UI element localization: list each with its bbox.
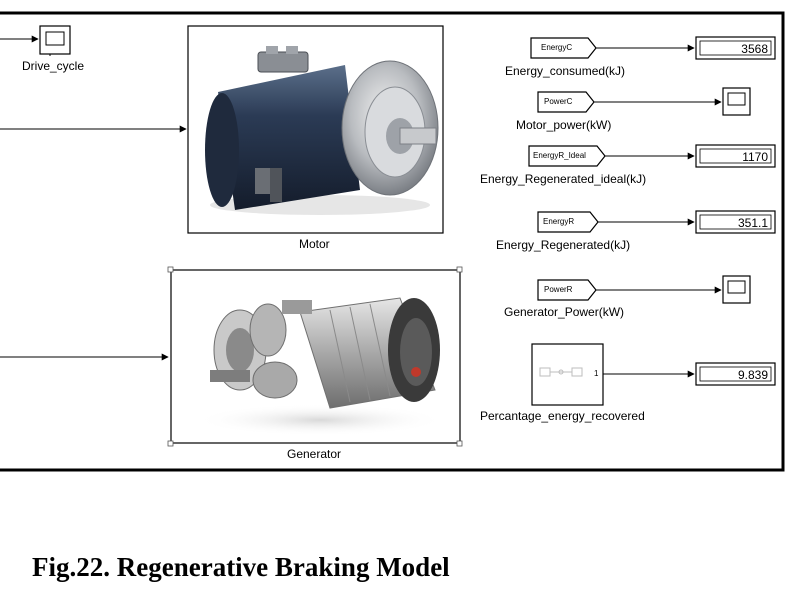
tag-energyr-ideal: EnergyR_Ideal — [533, 151, 586, 160]
label-generator-power: Generator_Power(kW) — [504, 305, 625, 319]
signal-energyr[interactable] — [537, 211, 695, 233]
tag-energyc: EnergyC — [541, 43, 573, 52]
value-energy-regenerated: 351.1 — [737, 216, 768, 230]
label-energy-regenerated-ideal: Energy_Regenerated_ideal(kJ) — [480, 172, 647, 186]
label-percentage-energy-recovered: Percantage_energy_recovered — [480, 409, 645, 423]
signal-energyc[interactable] — [530, 37, 695, 59]
motor-block[interactable] — [0, 25, 444, 234]
value-percentage: 9.839 — [737, 368, 768, 382]
signal-energyr-ideal[interactable] — [528, 145, 695, 167]
generator-image — [195, 297, 445, 436]
value-energy-consumed: 3568 — [741, 42, 768, 56]
generator-power-scope[interactable] — [722, 275, 751, 304]
model-frame — [0, 11, 785, 472]
motor-label: Motor — [299, 237, 330, 251]
generator-block[interactable] — [0, 266, 463, 447]
figure-caption: Fig.22. Regenerative Braking Model — [32, 552, 450, 582]
label-energy-regenerated: Energy_Regenerated(kJ) — [496, 238, 631, 252]
value-energy-regenerated-ideal: 1170 — [742, 150, 768, 164]
subsystem-port-label: 1 — [594, 369, 599, 378]
tag-powerr: PowerR — [544, 285, 573, 294]
signal-powerc[interactable] — [537, 91, 722, 113]
display-percentage — [695, 362, 776, 386]
motor-image — [205, 46, 439, 215]
drive-cycle-scope[interactable] — [0, 25, 71, 56]
display-energy-regenerated — [695, 210, 776, 234]
percentage-subsystem[interactable] — [531, 343, 695, 406]
subsystem-icon — [539, 367, 583, 377]
signal-powerr[interactable] — [537, 279, 722, 301]
tag-powerc: PowerC — [544, 97, 573, 106]
display-energy-consumed — [695, 36, 776, 60]
tag-energyr: EnergyR — [543, 217, 575, 226]
label-energy-consumed: Energy_consumed(kJ) — [505, 64, 626, 78]
display-energy-regenerated-ideal — [695, 144, 776, 168]
drive-cycle-label: Drive_cycle — [22, 59, 85, 73]
label-motor-power: Motor_power(kW) — [516, 118, 612, 132]
motor-power-scope[interactable] — [722, 87, 751, 116]
generator-label: Generator — [287, 447, 342, 461]
